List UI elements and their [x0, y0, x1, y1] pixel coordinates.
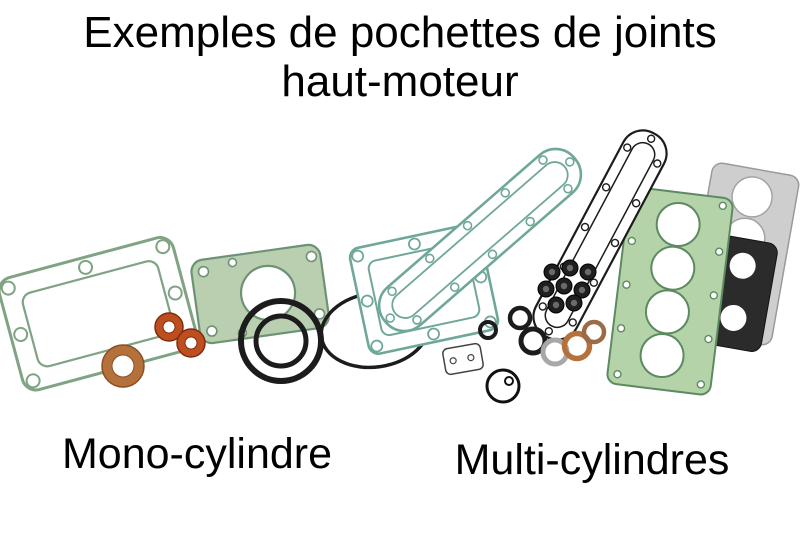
teal-long-cover-gasket	[377, 147, 583, 333]
page-title: Exemples de pochettes de joints haut-mot…	[0, 8, 800, 107]
copper-washer	[101, 344, 145, 388]
multi-cylinder-head-gasket	[606, 186, 734, 396]
valve-stem-seals	[537, 259, 597, 314]
page-title-line2: haut-moteur	[281, 57, 519, 107]
small-o-ring	[478, 320, 498, 340]
orange-o-ring	[176, 328, 206, 358]
small-o-ring	[507, 305, 533, 331]
copper-washer	[581, 319, 607, 345]
small-plate-gasket	[442, 342, 484, 376]
caption-multi-cylindres: Multi-cylindres	[454, 436, 730, 484]
orange-o-ring	[154, 312, 184, 342]
multi-cylinder-gasket-set	[348, 129, 800, 404]
page-title-line1: Exemples de pochettes de joints	[83, 8, 717, 57]
copper-washer	[561, 330, 593, 362]
mono-cylinder-gasket-set	[0, 236, 431, 392]
oil-seal	[485, 368, 521, 404]
caption-mono-cylindre: Mono-cylindre	[61, 430, 333, 478]
small-o-ring	[518, 326, 548, 356]
